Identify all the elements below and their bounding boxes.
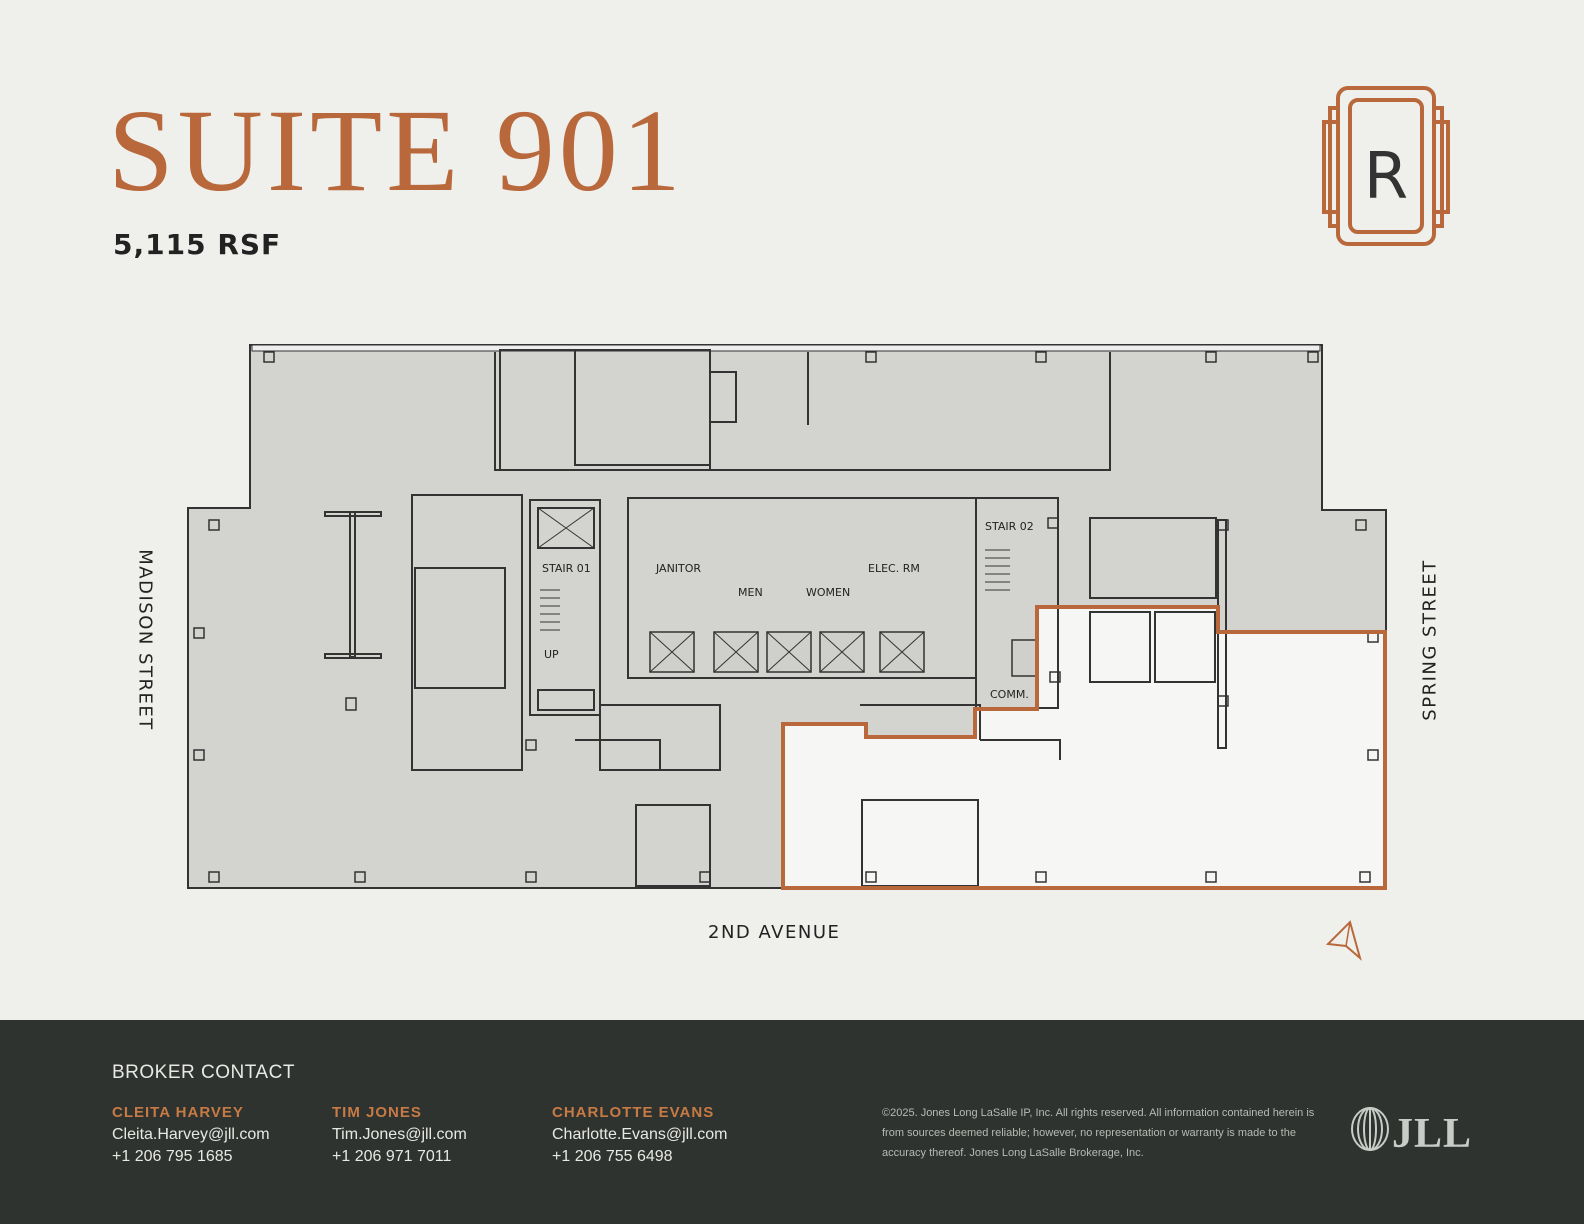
- stair-treads: [540, 549, 1010, 631]
- page-title: SUITE 901: [108, 85, 685, 216]
- broker-name: TIM JONES: [332, 1104, 422, 1121]
- label-comm: COMM.: [990, 688, 1029, 701]
- broker-phone: +1 206 971 7011: [332, 1148, 452, 1165]
- street-spring: SPRING STREET: [1419, 559, 1441, 721]
- broker-phone: +1 206 755 6498: [552, 1148, 673, 1165]
- label-women: WOMEN: [806, 586, 850, 599]
- label-men: MEN: [738, 586, 763, 599]
- legal-disclaimer: ©2025. Jones Long LaSalle IP, Inc. All r…: [882, 1107, 1315, 1159]
- broker-name: CLEITA HARVEY: [112, 1104, 244, 1121]
- jll-globe-icon: [1351, 1107, 1389, 1151]
- broker-footer: BROKER CONTACT CLEITA HARVEY Cleita.Harv…: [0, 1020, 1584, 1224]
- label-elec-rm: ELEC. RM: [868, 562, 920, 575]
- suite-901-outline: [781, 605, 1387, 890]
- broker-card: CHARLOTTE EVANS Charlotte.Evans@jll.com …: [552, 1102, 727, 1168]
- label-stair-01: STAIR 01: [542, 562, 591, 575]
- label-janitor: JANITOR: [655, 562, 701, 575]
- north-arrow-icon: [1326, 920, 1362, 961]
- broker-name: CHARLOTTE EVANS: [552, 1104, 715, 1121]
- floor-plan: STAIR 01 UP STAIR 02 JANITOR MEN WOMEN E…: [187, 344, 1387, 890]
- broker-phone: +1 206 795 1685: [112, 1148, 233, 1165]
- broker-contact-heading: BROKER CONTACT: [112, 1062, 295, 1083]
- broker-email-link[interactable]: Tim.Jones@jll.com: [332, 1126, 467, 1143]
- suite-area: 5,115 RSF: [113, 228, 282, 261]
- logo-letter: R: [1364, 140, 1408, 214]
- label-stair-02: STAIR 02: [985, 520, 1034, 533]
- label-up: UP: [544, 648, 559, 661]
- columns: [193, 351, 1379, 883]
- window-strip: [251, 344, 1321, 352]
- street-madison: MADISON STREET: [134, 549, 156, 731]
- broker-email-link[interactable]: Charlotte.Evans@jll.com: [552, 1126, 728, 1143]
- suite-901-area: [783, 607, 1385, 888]
- street-2nd-avenue: 2ND AVENUE: [708, 922, 841, 943]
- broker-email-link[interactable]: Cleita.Harvey@jll.com: [112, 1126, 270, 1143]
- broker-card: CLEITA HARVEY Cleita.Harvey@jll.com +1 2…: [112, 1102, 270, 1168]
- jll-logo: JLL: [1392, 1111, 1473, 1157]
- building-r-logo-icon: R: [1322, 86, 1450, 246]
- elevator-crosses: [537, 507, 925, 673]
- broker-card: TIM JONES Tim.Jones@jll.com +1 206 971 7…: [332, 1102, 467, 1168]
